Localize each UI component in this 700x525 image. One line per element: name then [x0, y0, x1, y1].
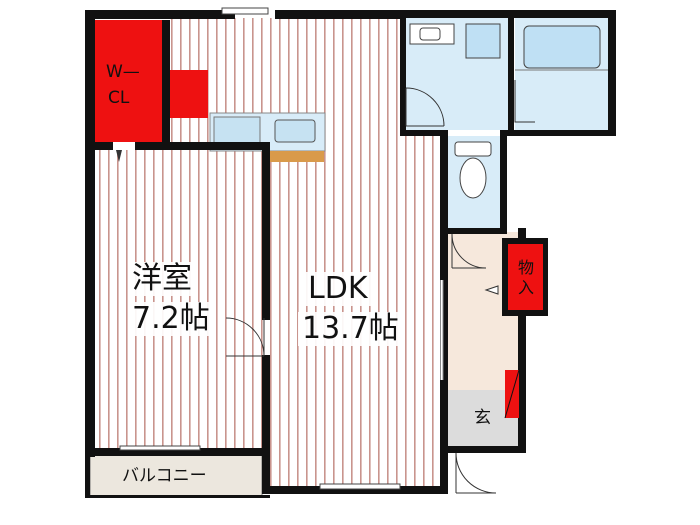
entrance-label: 玄 — [474, 408, 491, 428]
balcony-label: バルコニー — [122, 466, 207, 486]
walk-in-closet — [95, 20, 208, 142]
storage-label-text: 物入 — [517, 258, 534, 297]
wash-basin — [465, 23, 501, 59]
storage-label: 物入 — [512, 258, 540, 298]
toilet-bowl — [459, 157, 487, 199]
western-room-name: 洋室 — [128, 262, 196, 296]
counter-edge — [268, 151, 324, 162]
sink — [274, 119, 316, 143]
door-swings — [225, 80, 535, 494]
closet-label-line1: W— — [106, 62, 140, 82]
bathtub — [523, 25, 601, 69]
windows — [119, 7, 401, 490]
ldk-size: 13.7帖 — [298, 312, 403, 346]
closet-label-line2: CL — [108, 88, 130, 108]
western-room-size: 7.2帖 — [128, 302, 214, 336]
toilet-tank — [454, 141, 492, 157]
ldk-name: LDK — [304, 272, 372, 306]
storage-inner — [508, 244, 543, 310]
